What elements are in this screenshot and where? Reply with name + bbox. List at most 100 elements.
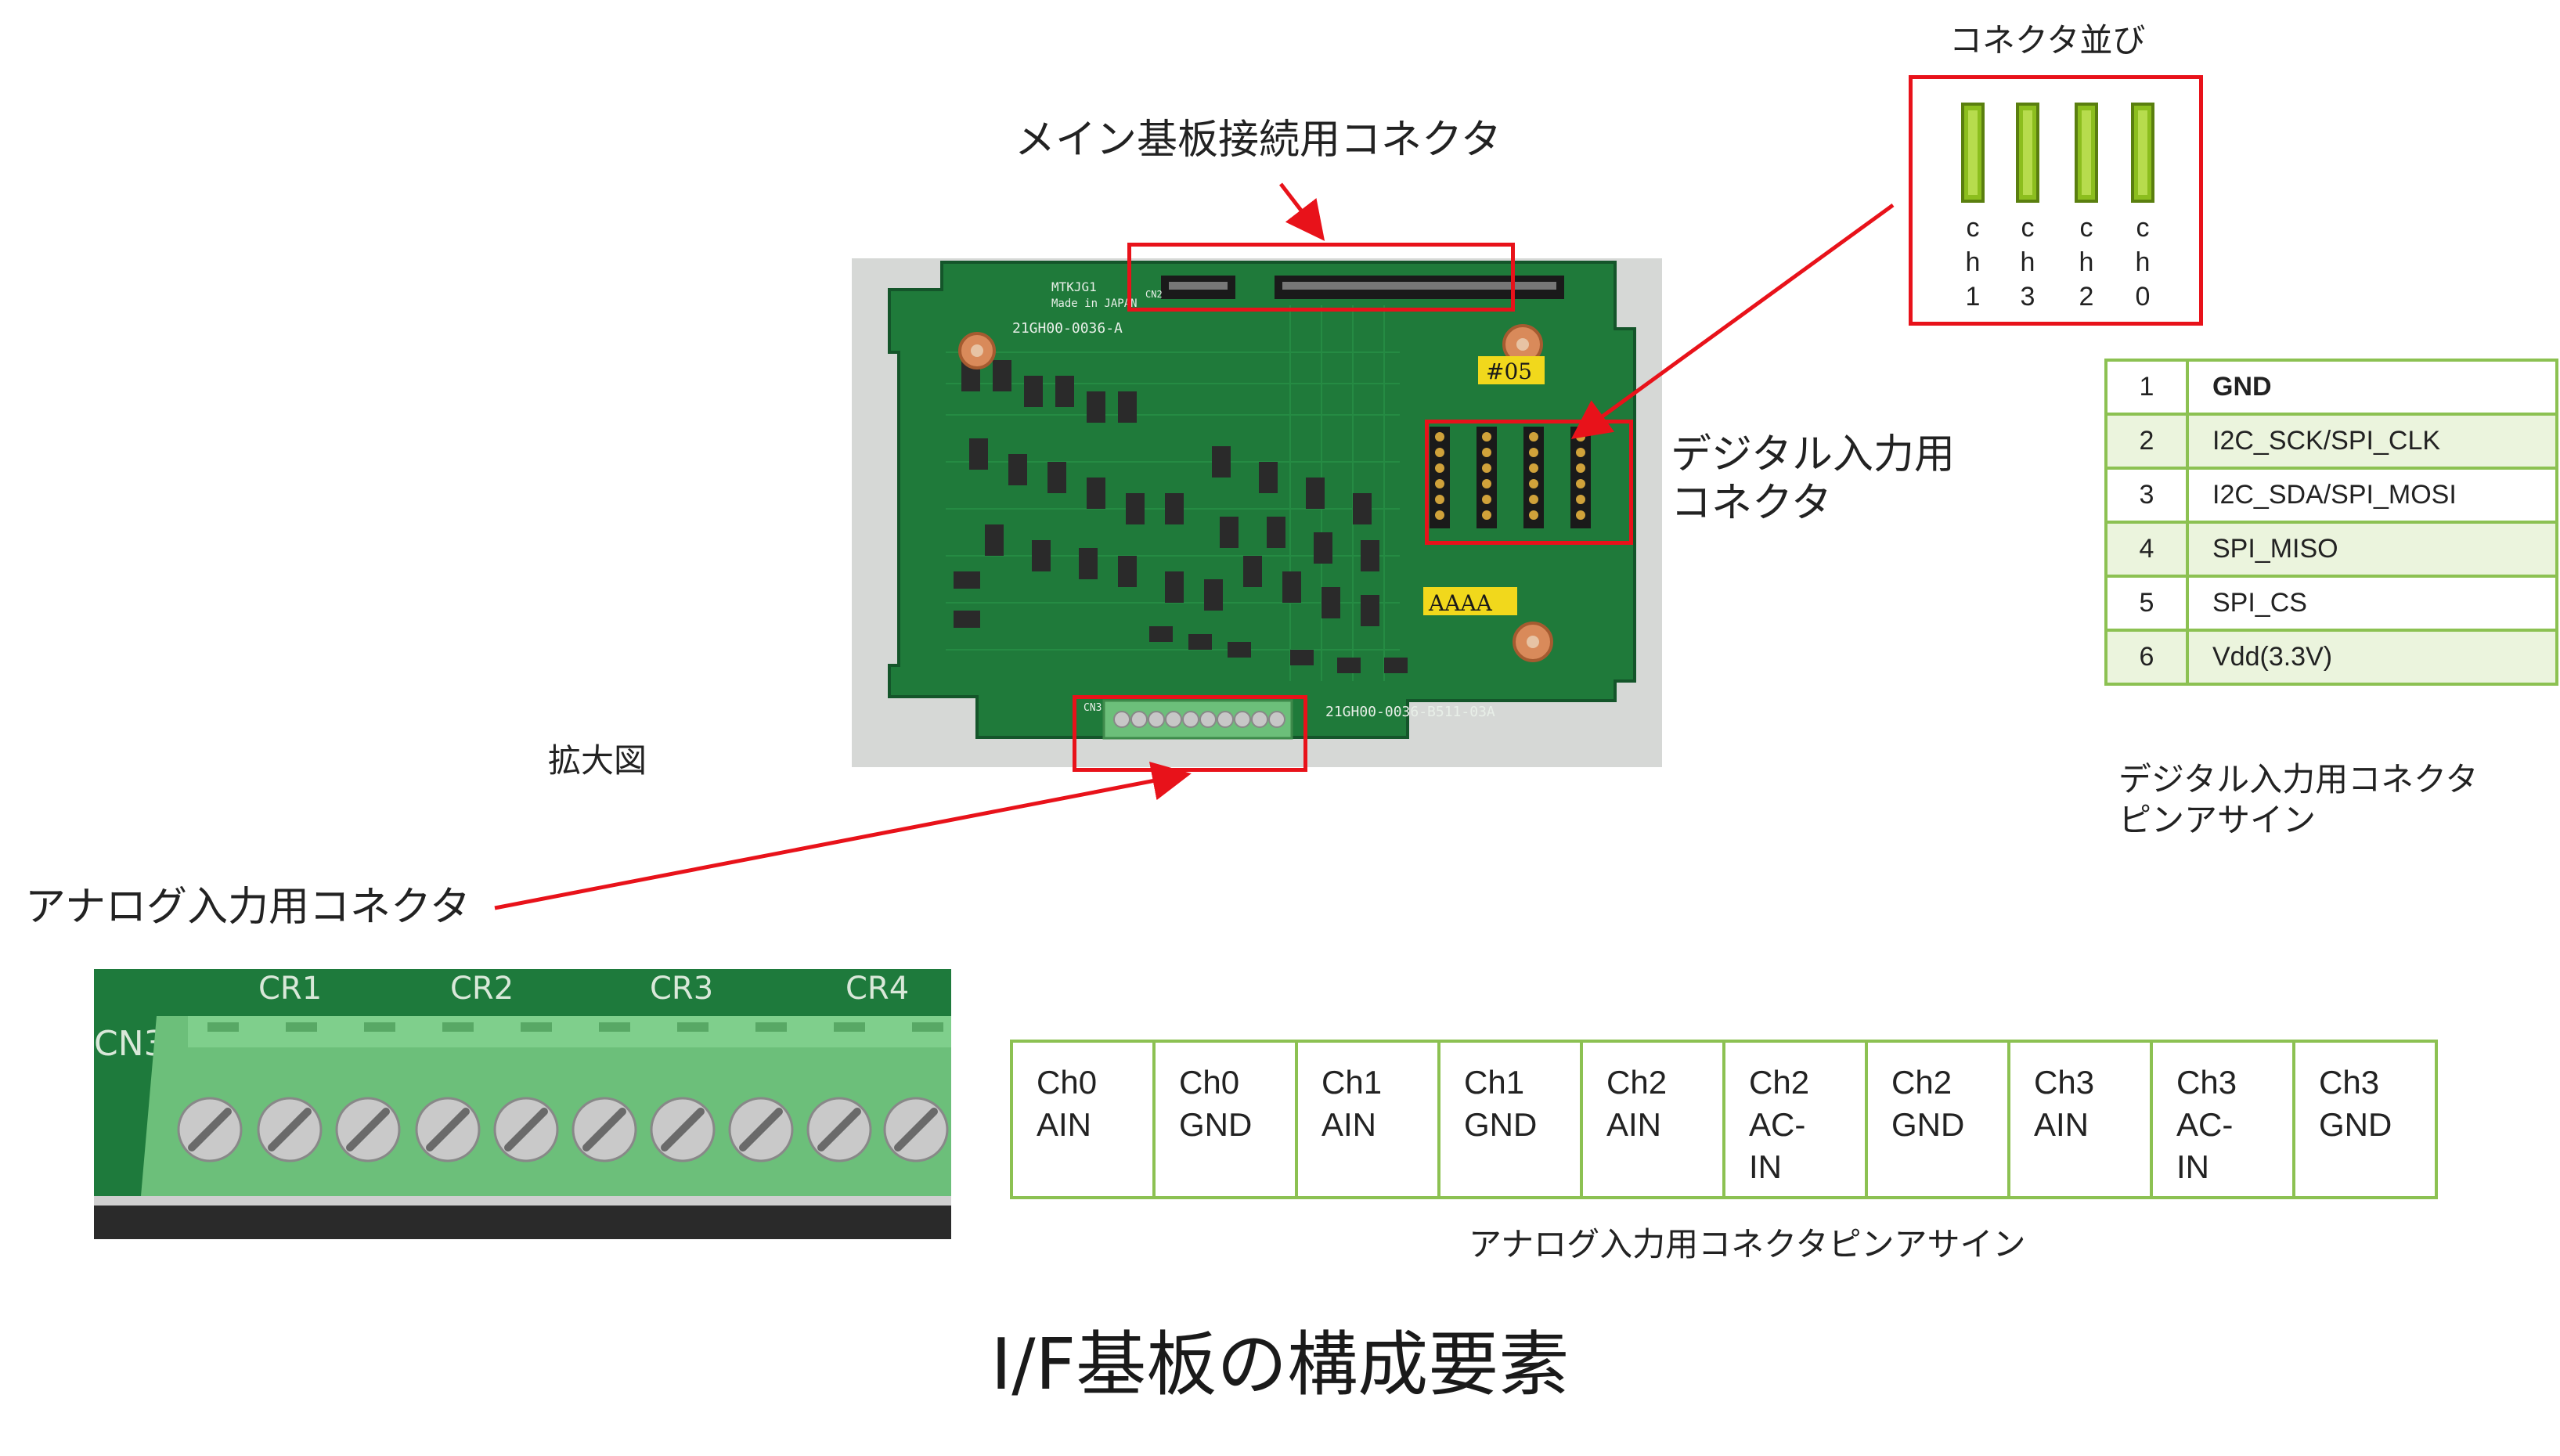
analog-pin-line: AC-	[1749, 1106, 1806, 1143]
digital-connector-label-line2: コネクタ	[1671, 480, 1832, 528]
pin-number: 6	[2104, 629, 2189, 686]
analog-pin-cell: Ch2 GND	[1865, 1040, 2010, 1199]
analog-pin-line: Ch2	[1749, 1064, 1810, 1101]
analog-connector-callout	[1073, 695, 1307, 772]
board-sticker-top: #05	[1486, 359, 1532, 384]
board-silk-made-in: Made in JAPAN	[1051, 297, 1138, 310]
analog-pin-line: AIN	[1606, 1106, 1662, 1143]
pin-bar-ch3	[2016, 103, 2039, 203]
connector-order-item: c h 2	[2071, 211, 2102, 314]
board-silk-model: MTKJG1	[1051, 279, 1097, 294]
connector-order-char: c	[2136, 213, 2150, 243]
table-row: 2 I2C_SCK/SPI_CLK	[2104, 413, 2558, 470]
connector-order-label: コネクタ並び	[1949, 21, 2146, 59]
table-row: Ch0 AIN Ch0 GND Ch1 AIN Ch1 GND Ch2 AIN …	[1010, 1040, 2438, 1199]
analog-pin-line: Ch1	[1464, 1064, 1525, 1101]
pin-signal: SPI_MISO	[2186, 521, 2558, 578]
main-connector-callout	[1127, 243, 1515, 312]
pin-number: 1	[2104, 359, 2189, 416]
analog-pin-line: Ch3	[2176, 1064, 2237, 1101]
table-row: 4 SPI_MISO	[2104, 521, 2558, 578]
connector-order-char: h	[1965, 247, 1981, 277]
analog-pin-cell: Ch2 AC- IN	[1722, 1040, 1868, 1199]
analog-pin-cell: Ch0 AIN	[1010, 1040, 1156, 1199]
connector-order-char: 3	[2020, 282, 2035, 312]
table-row: 5 SPI_CS	[2104, 575, 2558, 632]
pin-signal: Vdd(3.3V)	[2186, 629, 2558, 686]
table-row: 1 GND	[2104, 359, 2558, 416]
analog-pin-line: AIN	[1037, 1106, 1092, 1143]
board-silk-part-top: 21GH00-0036-A	[1012, 320, 1123, 337]
connector-order-item: c h 3	[2012, 211, 2043, 314]
pin-number: 4	[2104, 521, 2189, 578]
main-connector-arrow	[1279, 182, 1325, 241]
table-row: 3 I2C_SDA/SPI_MOSI	[2104, 467, 2558, 524]
board-cn2-label: CN2	[1145, 289, 1163, 300]
pin-number: 3	[2104, 467, 2189, 524]
board-sticker-bottom: AAAA	[1428, 590, 1493, 616]
analog-pin-line: GND	[1891, 1106, 1965, 1143]
analog-pin-line: Ch0	[1037, 1064, 1098, 1101]
digital-connector-callout	[1425, 420, 1633, 545]
analog-pin-line: IN	[2176, 1148, 2209, 1185]
terminal-block-photo: CR1 CR2 CR3 CR4 CN3	[94, 969, 951, 1239]
digital-pin-assign-caption: デジタル入力用コネクタ ピンアサイン	[2118, 759, 2478, 841]
analog-pin-cell: Ch2 AIN	[1580, 1040, 1725, 1199]
pin-signal: SPI_CS	[2186, 575, 2558, 632]
digital-pin-assign-caption-line1: デジタル入力用コネクタ	[2118, 760, 2479, 798]
connector-order-char: h	[2020, 247, 2035, 277]
connector-order-char: 2	[2079, 282, 2094, 312]
analog-pin-line: AIN	[1321, 1106, 1377, 1143]
connector-order-char: c	[2079, 213, 2093, 243]
analog-pin-line: Ch3	[2034, 1064, 2095, 1101]
connector-order-char: h	[2079, 247, 2094, 277]
analog-pin-cell: Ch3 AC- IN	[2150, 1040, 2295, 1199]
analog-pin-cell: Ch3 AIN	[2007, 1040, 2153, 1199]
analog-pin-table: Ch0 AIN Ch0 GND Ch1 AIN Ch1 GND Ch2 AIN …	[1010, 1040, 2438, 1199]
main-connector-label: メイン基板接続用コネクタ	[1015, 117, 1502, 164]
connector-order-char: 0	[2135, 282, 2151, 312]
analog-pin-line: AC-	[2176, 1106, 2234, 1143]
terminal-cr2-label: CR2	[450, 971, 514, 1007]
connector-order-item: c h 0	[2127, 211, 2158, 314]
analog-pin-assign-caption: アナログ入力用コネクタピンアサイン	[1469, 1225, 2026, 1263]
analog-connector-arrow	[494, 762, 1192, 910]
digital-pin-assign-caption-line2: ピンアサイン	[2118, 801, 2317, 839]
pin-bar-ch2	[2075, 103, 2098, 203]
connector-order-char: c	[1966, 213, 1980, 243]
board-silk-part-bottom: 21GH00-0036-B511-03A	[1325, 704, 1495, 720]
analog-pin-line: Ch2	[1606, 1064, 1668, 1101]
analog-pin-line: IN	[1749, 1148, 1782, 1185]
analog-connector-label: アナログ入力用コネクタ	[25, 884, 471, 931]
connector-order-char: h	[2135, 247, 2151, 277]
analog-pin-cell: Ch1 AIN	[1295, 1040, 1440, 1199]
connector-order-char: 1	[1965, 282, 1981, 312]
pin-signal: I2C_SDA/SPI_MOSI	[2186, 467, 2558, 524]
analog-pin-cell: Ch3 GND	[2292, 1040, 2438, 1199]
digital-connector-label: デジタル入力用 コネクタ	[1671, 431, 1955, 528]
connector-order-item: c h 1	[1957, 211, 1989, 314]
analog-pin-line: AIN	[2034, 1106, 2089, 1143]
digital-connector-label-line1: デジタル入力用	[1671, 431, 1955, 478]
pin-number: 2	[2104, 413, 2189, 470]
analog-pin-cell: Ch0 GND	[1152, 1040, 1298, 1199]
enlarged-view-label: 拡大図	[548, 741, 647, 780]
pin-bar-ch1	[1961, 103, 1985, 203]
page-title: I/F基板の構成要素	[990, 1324, 1570, 1406]
terminal-cr3-label: CR3	[650, 971, 713, 1007]
connector-order-char: c	[2021, 213, 2035, 243]
analog-pin-line: Ch1	[1321, 1064, 1383, 1101]
analog-pin-line: Ch3	[2319, 1064, 2380, 1101]
analog-pin-cell: Ch1 GND	[1437, 1040, 1583, 1199]
analog-pin-line: GND	[2319, 1106, 2392, 1143]
board-cn3-label: CN3	[1083, 702, 1102, 714]
analog-pin-line: Ch0	[1179, 1064, 1240, 1101]
pin-number: 5	[2104, 575, 2189, 632]
terminal-cr1-label: CR1	[258, 971, 322, 1007]
table-row: 6 Vdd(3.3V)	[2104, 629, 2558, 686]
analog-pin-line: GND	[1464, 1106, 1538, 1143]
pin-bar-ch0	[2131, 103, 2154, 203]
terminal-cr4-label: CR4	[846, 971, 909, 1007]
board-photo: MTKJG1 Made in JAPAN 21GH00-0036-A 21GH0…	[852, 258, 1662, 767]
analog-pin-line: Ch2	[1891, 1064, 1952, 1101]
